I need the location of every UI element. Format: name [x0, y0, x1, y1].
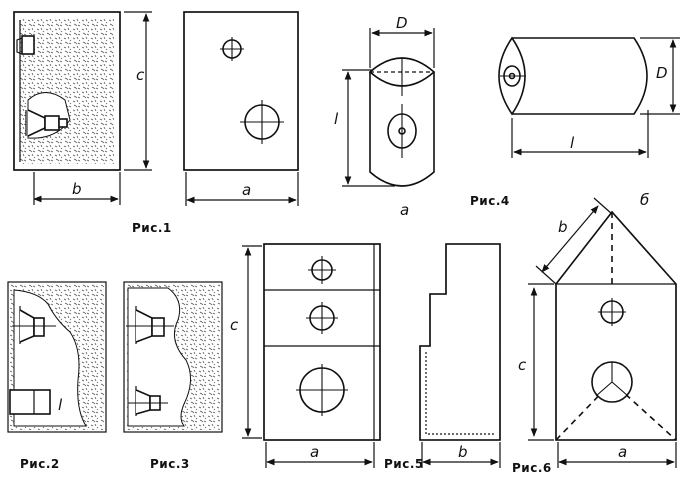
fig4a-dim-D-label: D — [396, 14, 408, 32]
fig4a-dim-D: D — [369, 14, 435, 68]
fig3-section — [123, 281, 223, 433]
fig5-dim-c: c — [230, 245, 262, 439]
bass-port-tube — [9, 389, 51, 415]
fig6-pentagonal-front — [555, 210, 677, 441]
fig5-dim-b-label: b — [458, 443, 468, 461]
fig1-front-view — [183, 11, 299, 171]
woofer-icon — [25, 92, 71, 139]
woofer-icon — [12, 306, 56, 344]
fig4b-cylinder-horizontal — [498, 36, 648, 116]
fig5-dim-b: b — [421, 442, 501, 468]
fig6-dim-b: b — [535, 197, 613, 285]
fig4a-sublabel: a — [400, 201, 409, 219]
fig4b-dim-D-label: D — [656, 64, 668, 82]
tweeter-icon — [16, 35, 35, 55]
fig6-dim-b-label: b — [558, 218, 568, 236]
fig5-side-view — [419, 243, 501, 441]
fig4-caption: Рис.4 — [470, 194, 510, 208]
fig4b-dim-l-label: l — [570, 134, 575, 152]
fig2-dim-l-label: l — [58, 396, 63, 414]
fig2-section: l — [7, 281, 107, 433]
fig5-front-view — [263, 243, 381, 441]
fig6-dim-c-label: c — [518, 356, 527, 374]
fig1-dim-c: c — [124, 11, 152, 171]
fig1-dim-a: a — [185, 172, 299, 206]
fig6-dim-a: a — [557, 442, 677, 468]
fig3-caption: Рис.3 — [150, 457, 190, 471]
fig1-dim-b-label: b — [72, 180, 82, 198]
fig1-side-section — [13, 11, 121, 171]
fig6-dim-a-label: a — [618, 443, 627, 461]
fig6-dim-c: c — [518, 283, 554, 441]
fig1-dim-b: b — [33, 172, 121, 205]
passive-radiator-icon — [128, 386, 168, 416]
woofer-icon — [126, 306, 174, 344]
fig1-caption: Рис.1 — [132, 221, 172, 235]
fig4a-dim-l-label: l — [334, 110, 339, 128]
fig5-dim-a-label: a — [310, 443, 319, 461]
fig4a-dim-l: l — [334, 69, 395, 187]
fig4b-sublabel: б — [640, 191, 649, 209]
fig6-caption: Рис.6 — [512, 461, 552, 475]
fig2-caption: Рис.2 — [20, 457, 60, 471]
fig1-dim-c-label: c — [136, 66, 145, 84]
fig5-dim-a: a — [265, 442, 375, 468]
fig5-caption: Рис.5 — [384, 457, 424, 471]
fig1-dim-a-label: a — [242, 181, 251, 199]
fig4b-dim-l: l — [511, 110, 649, 158]
fig5-dim-c-label: c — [230, 316, 239, 334]
fig4b-dim-D: D — [640, 37, 680, 115]
fig4a-cylinder-vertical — [368, 57, 436, 187]
